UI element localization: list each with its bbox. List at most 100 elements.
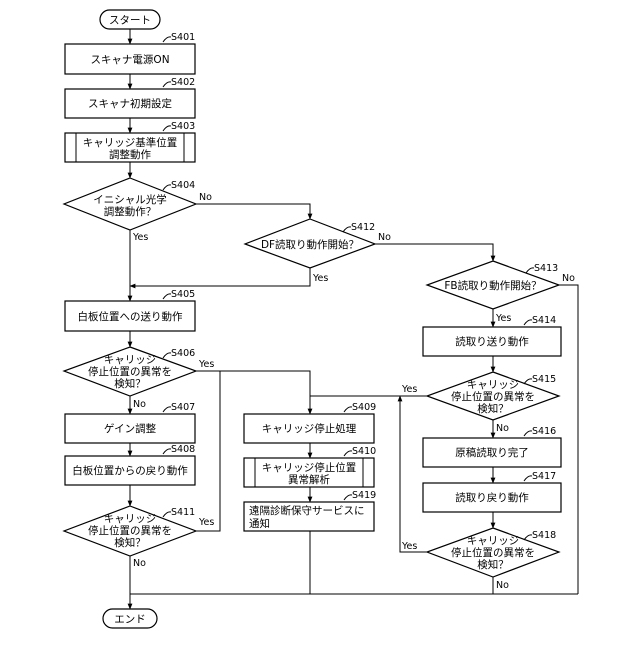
- s413-no-label: No: [562, 273, 575, 284]
- label-s415-line2: 停止位置の異常を: [451, 390, 535, 403]
- label-s403-line1: キャリッジ基準位置: [83, 136, 178, 149]
- svg-text:S404: S404: [171, 180, 195, 191]
- svg-text:S403: S403: [171, 121, 195, 132]
- process-s409: キャリッジ停止処理: [244, 414, 374, 443]
- edge-s413-no-end: [559, 285, 578, 594]
- edge-s406-yes-s409: [196, 371, 310, 414]
- edge-s412-yes-s405: [130, 268, 310, 286]
- label-s404-line2: 調整動作？: [104, 205, 157, 218]
- s404-yes-label: Yes: [132, 232, 148, 243]
- svg-text:S409: S409: [352, 402, 376, 413]
- tag-s406: S406: [163, 348, 195, 359]
- tag-s413: S413: [526, 263, 558, 274]
- svg-text:S406: S406: [171, 348, 195, 359]
- svg-text:S413: S413: [534, 263, 558, 274]
- label-s419-line1: 遠隔診断保守サービスに: [249, 504, 365, 517]
- process-s416: 原稿読取り完了: [423, 438, 561, 467]
- label-s418-line2: 停止位置の異常を: [451, 546, 535, 559]
- tag-s419: S419: [344, 490, 376, 501]
- s413-yes-label: Yes: [495, 313, 511, 324]
- process-s407: ゲイン調整: [65, 414, 195, 443]
- s411-no-label: No: [133, 558, 146, 569]
- svg-text:S410: S410: [352, 446, 376, 457]
- subprocess-s410: キャリッジ停止位置 異常解析: [244, 458, 374, 487]
- svg-text:S416: S416: [532, 426, 556, 437]
- label-s406-line3: 検知？: [114, 377, 146, 390]
- tag-s408: S408: [163, 444, 195, 455]
- label-s418-line3: 検知？: [477, 558, 509, 571]
- label-s411-line2: 停止位置の異常を: [88, 524, 172, 537]
- edge-s404-no-s412: [196, 204, 310, 219]
- tag-s407: S407: [163, 402, 195, 413]
- label-s418-line1: キャリッジ: [467, 535, 520, 547]
- svg-text:S418: S418: [532, 530, 556, 541]
- s412-yes-label: Yes: [312, 273, 328, 284]
- s411-yes-label: Yes: [198, 517, 214, 528]
- svg-text:S408: S408: [171, 444, 195, 455]
- tag-s402: S402: [163, 77, 195, 88]
- tag-s416: S416: [524, 426, 556, 437]
- label-s408: 白板位置からの戻り動作: [72, 464, 188, 477]
- edge-s412-no-s413: [375, 244, 493, 261]
- tag-s403: S403: [163, 121, 195, 132]
- label-s415-line1: キャリッジ: [467, 379, 520, 391]
- label-s410-line2: 異常解析: [288, 473, 330, 486]
- tag-s410: S410: [344, 446, 376, 457]
- label-s405: 白板位置への送り動作: [78, 310, 183, 323]
- label-s410-line1: キャリッジ停止位置: [262, 461, 357, 474]
- svg-text:S414: S414: [532, 315, 556, 326]
- terminal-end: エンド: [103, 609, 157, 628]
- process-s401: スキャナ電源ON: [65, 44, 195, 74]
- tag-s414: S414: [524, 315, 556, 326]
- tag-s411: S411: [163, 507, 195, 518]
- process-s405: 白板位置への送り動作: [65, 301, 195, 331]
- label-s415-line3: 検知？: [477, 402, 509, 415]
- s415-yes-label: Yes: [401, 384, 417, 395]
- label-s411-line3: 検知？: [114, 536, 146, 549]
- s406-yes-label: Yes: [198, 359, 214, 370]
- subprocess-s403: キャリッジ基準位置 調整動作: [65, 133, 195, 162]
- tag-s404: S404: [163, 180, 195, 191]
- svg-text:S401: S401: [171, 32, 195, 43]
- svg-text:S411: S411: [171, 507, 195, 518]
- tag-s405: S405: [163, 289, 195, 300]
- process-s417: 読取り戻り動作: [423, 483, 561, 512]
- svg-text:S419: S419: [352, 490, 376, 501]
- svg-text:S415: S415: [532, 374, 556, 385]
- svg-text:S407: S407: [171, 402, 195, 413]
- label-s411-line1: キャリッジ: [104, 513, 157, 525]
- svg-text:S405: S405: [171, 289, 195, 300]
- process-s408: 白板位置からの戻り動作: [65, 456, 195, 485]
- label-s413: FB読取り動作開始？: [444, 279, 541, 292]
- svg-text:S417: S417: [532, 471, 556, 482]
- label-s412: DF読取り動作開始？: [261, 238, 359, 251]
- process-s414: 読取り送り動作: [423, 327, 561, 356]
- label-s402: スキャナ初期設定: [88, 97, 172, 110]
- label-s406-line2: 停止位置の異常を: [88, 365, 172, 378]
- process-s402: スキャナ初期設定: [65, 89, 195, 118]
- svg-text:S402: S402: [171, 77, 195, 88]
- terminal-end-label: エンド: [114, 614, 146, 626]
- label-s401: スキャナ電源ON: [90, 53, 169, 66]
- s415-no-label: No: [496, 423, 509, 434]
- terminal-start: スタート: [100, 10, 160, 29]
- terminal-start-label: スタート: [109, 15, 151, 27]
- tag-s418: S418: [524, 530, 556, 541]
- label-s409: キャリッジ停止処理: [262, 422, 357, 435]
- edge-s411-yes-merge: [196, 371, 220, 531]
- label-s416: 原稿読取り完了: [455, 446, 529, 459]
- label-s414: 読取り送り動作: [455, 335, 529, 348]
- s418-yes-label: Yes: [401, 541, 417, 552]
- label-s417: 読取り戻り動作: [455, 491, 529, 504]
- label-s407: ゲイン調整: [104, 422, 157, 435]
- tag-s415: S415: [524, 374, 556, 385]
- tag-s417: S417: [524, 471, 556, 482]
- s406-no-label: No: [133, 399, 146, 410]
- s418-no-label: No: [496, 580, 509, 591]
- label-s406-line1: キャリッジ: [104, 354, 157, 366]
- s404-no-label: No: [199, 192, 212, 203]
- svg-text:S412: S412: [351, 222, 375, 233]
- tag-s409: S409: [344, 402, 376, 413]
